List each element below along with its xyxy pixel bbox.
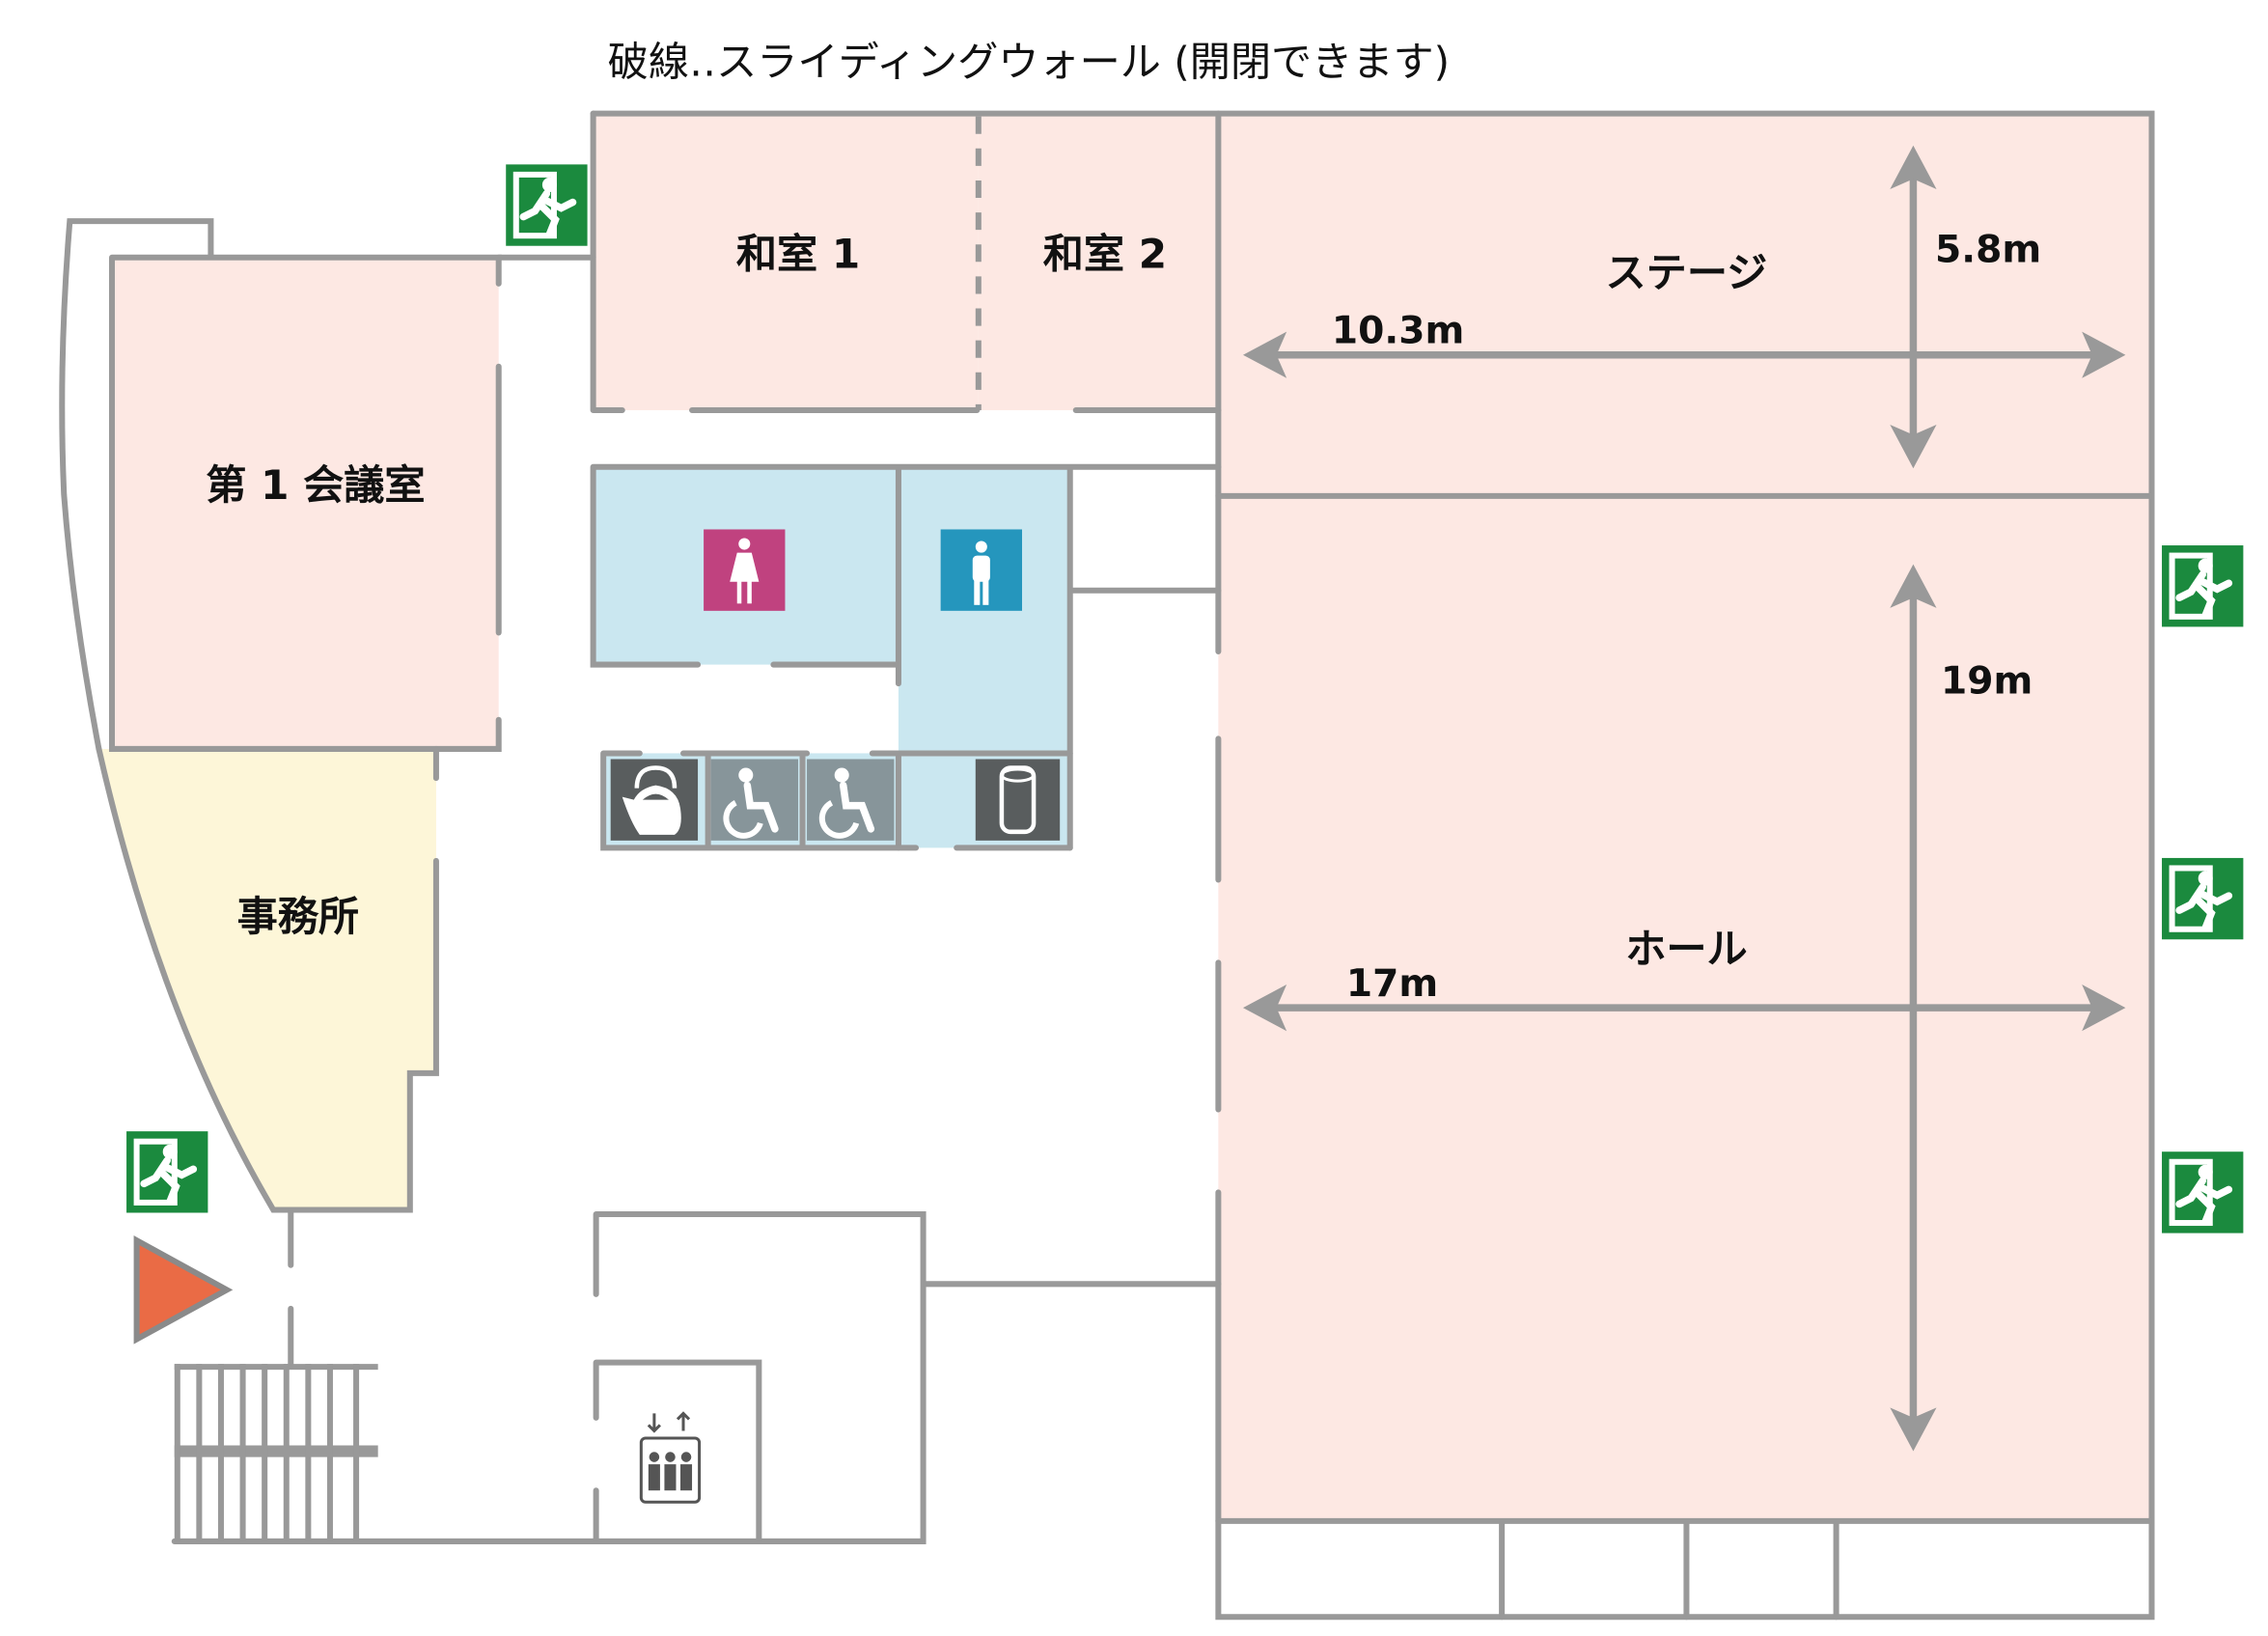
emergency-exit-icon — [2162, 858, 2243, 939]
hall-label: ホール — [1625, 925, 1747, 972]
emergency-exit-icon — [2162, 545, 2243, 626]
womens-restroom-icon — [704, 529, 786, 611]
hall-width-arrow — [1242, 984, 2126, 1032]
mens-restroom-icon — [940, 529, 1023, 611]
stage-width-label: 10.3m — [1332, 310, 1464, 353]
wheelchair-icon[interactable] — [807, 759, 895, 841]
elevator-icon[interactable] — [639, 1411, 702, 1504]
room-stage[interactable] — [1218, 113, 2152, 496]
room-conference-1[interactable] — [111, 257, 499, 749]
room-office[interactable] — [98, 748, 436, 1210]
emergency-exit-icon — [506, 164, 587, 245]
kettle-icon — [610, 759, 699, 841]
trash-can-icon — [975, 759, 1061, 841]
conference-1-label: 第 1 会議室 — [206, 461, 425, 509]
entrance-arrow-icon — [133, 1235, 234, 1345]
office-label: 事務所 — [237, 893, 359, 940]
walls — [59, 110, 2155, 1621]
room-washitsu-2[interactable] — [978, 113, 1219, 410]
sliding-wall-legend: 破線‥スライディングウォール (開閉できます) — [608, 38, 1450, 85]
emergency-exit-icon — [126, 1131, 207, 1212]
room-washitsu-1[interactable] — [593, 113, 979, 410]
washitsu-2-label: 和室 2 — [1043, 230, 1167, 277]
hall-depth-arrow — [1890, 564, 1937, 1452]
stage-depth-label: 5.8m — [1935, 228, 2041, 271]
staircase — [174, 1364, 378, 1541]
emergency-exit-icon — [2162, 1151, 2243, 1233]
wheelchair-icon[interactable] — [710, 759, 799, 841]
stage-label: ステージ — [1606, 249, 1768, 296]
hall-width-label: 17m — [1346, 962, 1438, 1006]
stage-depth-arrow — [1890, 145, 1937, 469]
washitsu-1-label: 和室 1 — [736, 230, 860, 277]
hall-depth-label: 19m — [1941, 660, 2033, 704]
stage-width-arrow — [1242, 331, 2126, 378]
